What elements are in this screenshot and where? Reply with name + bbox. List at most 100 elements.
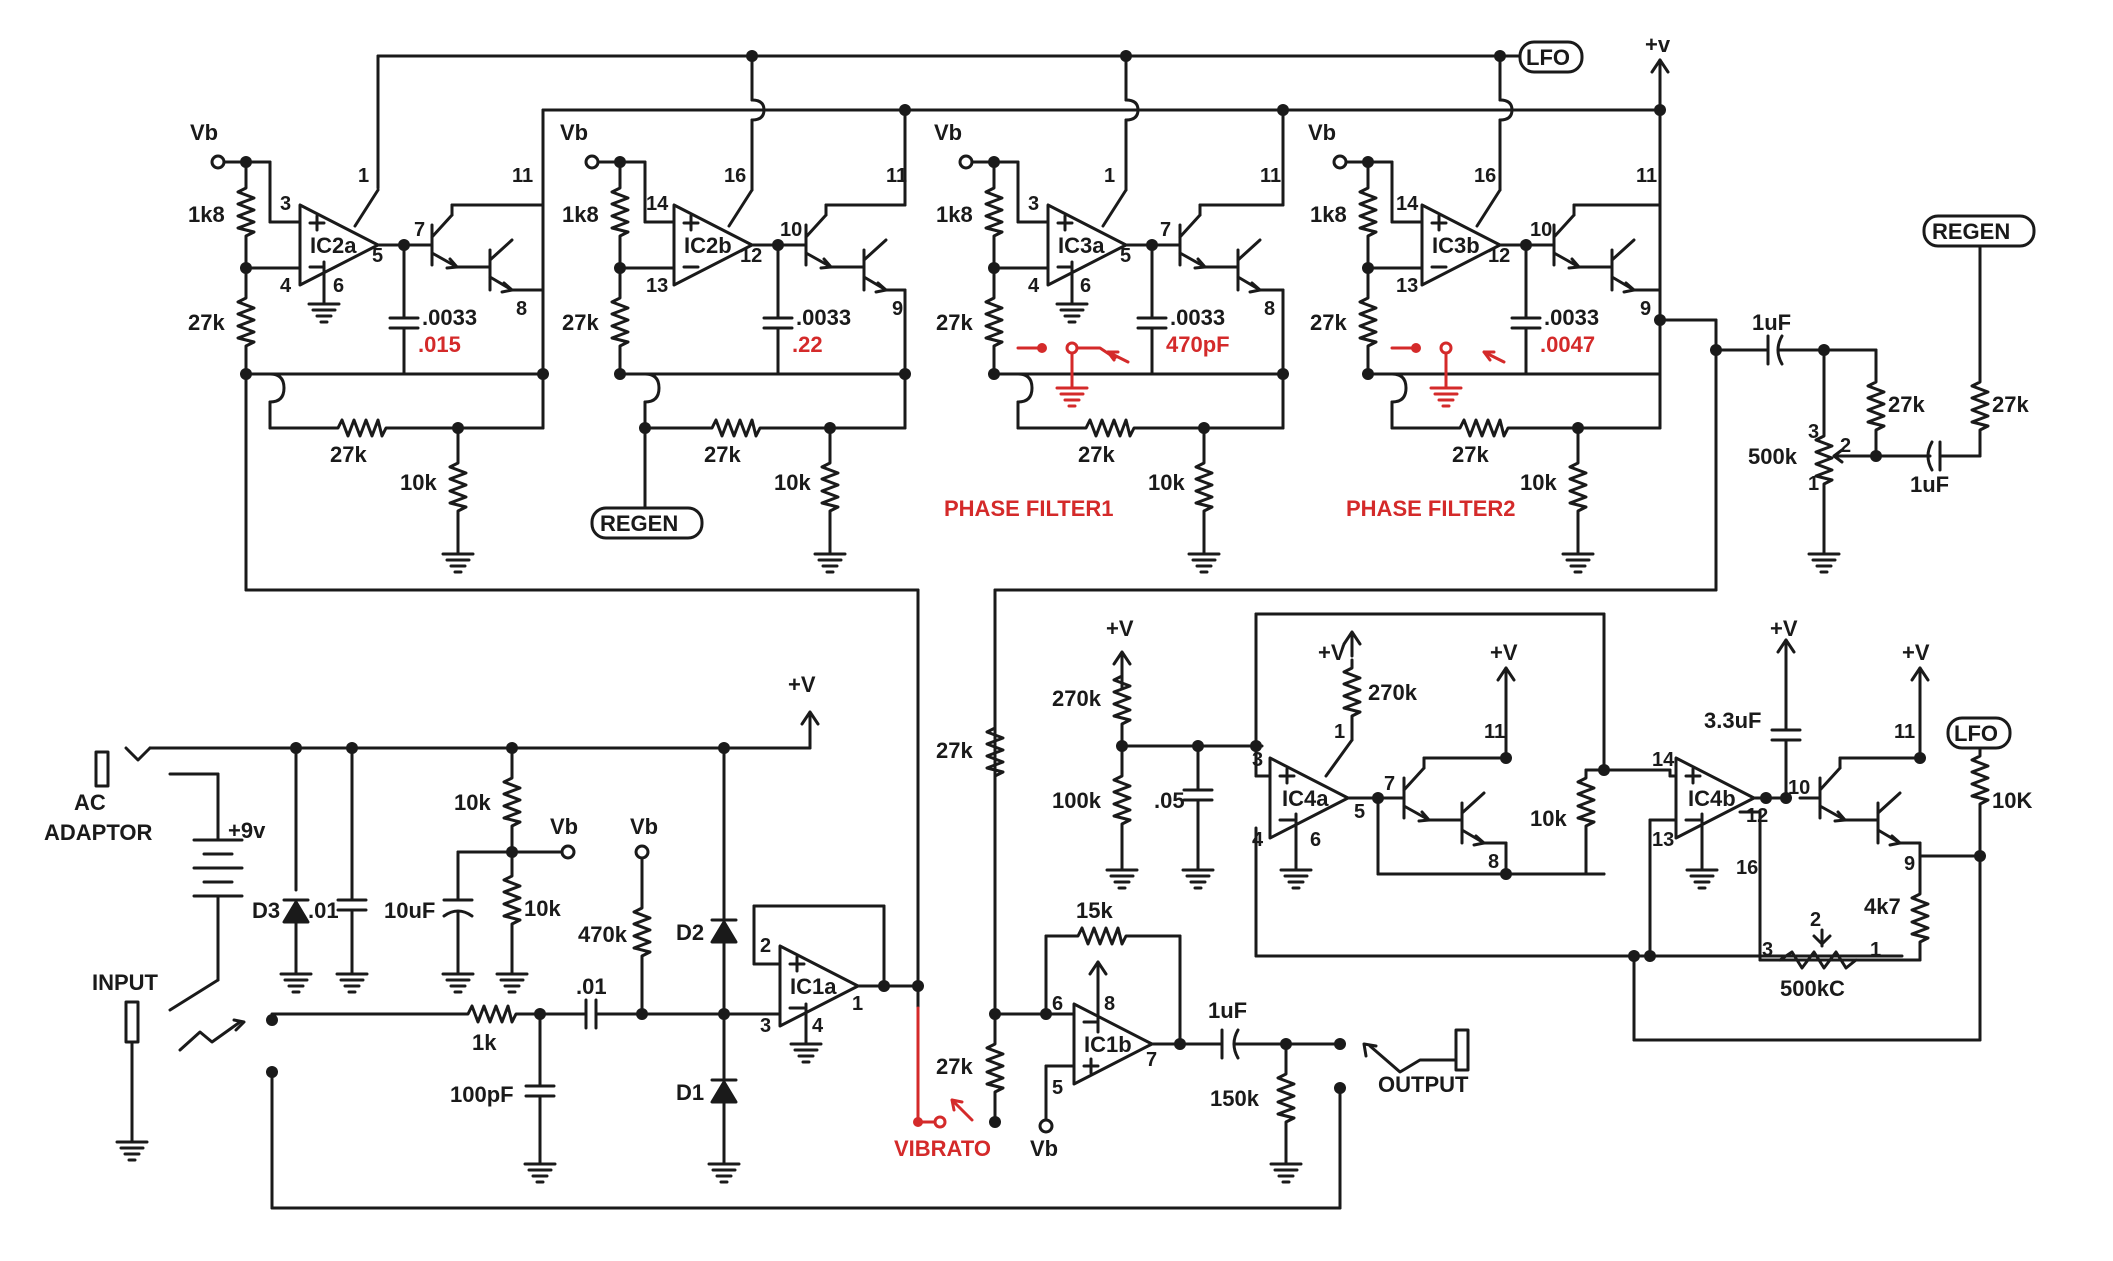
ic4a-label: IC4a bbox=[1282, 786, 1329, 811]
r10k-top-label: 10k bbox=[454, 790, 491, 815]
svg-text:3: 3 bbox=[280, 193, 291, 215]
svg-text:6: 6 bbox=[1310, 829, 1321, 851]
svg-text:11: 11 bbox=[1636, 165, 1657, 187]
ic4b-label: IC4b bbox=[1688, 786, 1736, 811]
svg-text:6: 6 bbox=[1080, 275, 1091, 297]
r-div-label: 27k bbox=[188, 310, 225, 335]
cap-alt-label: .015 bbox=[418, 332, 461, 357]
r-div-label: 27k bbox=[936, 310, 973, 335]
svg-text:14: 14 bbox=[1396, 193, 1419, 215]
lfo-label: LFO bbox=[1526, 45, 1570, 70]
out-cap-label: 1uF bbox=[1208, 998, 1247, 1023]
svg-text:16: 16 bbox=[1736, 857, 1758, 879]
regen-section: 1uF 27k 500k 3 2 1 1uF 27k REGEN bbox=[1714, 214, 2036, 574]
svg-text:8: 8 bbox=[1264, 298, 1275, 320]
lfo-r270k-b-label: 270k bbox=[1368, 680, 1418, 705]
cap-label: .0033 bbox=[1544, 305, 1599, 330]
d1-label: D1 bbox=[676, 1080, 704, 1105]
cap-label: .0033 bbox=[1170, 305, 1225, 330]
r-fb-label: 27k bbox=[704, 442, 741, 467]
r10k-bot-label: 10k bbox=[524, 896, 561, 921]
vb-label: Vb bbox=[934, 120, 962, 145]
regen-cap1-label: 1uF bbox=[1752, 310, 1791, 335]
svg-text:9: 9 bbox=[1904, 853, 1915, 875]
svg-text:1: 1 bbox=[1104, 165, 1115, 187]
svg-text:11: 11 bbox=[512, 165, 533, 187]
svg-text:16: 16 bbox=[724, 165, 746, 187]
svg-text:7: 7 bbox=[1160, 219, 1171, 241]
vplus-tag-top: +v bbox=[1645, 32, 1671, 57]
input-label: INPUT bbox=[92, 970, 159, 995]
d3-label: D3 bbox=[252, 898, 280, 923]
lfo-vplus-5: +V bbox=[1902, 640, 1930, 665]
lfo-vplus-3: +V bbox=[1490, 640, 1518, 665]
vibrato-section: 27k 27k VIBRATO 15k IC1b 6 8 5 7 bbox=[894, 718, 1470, 1184]
ic-label: IC2a bbox=[310, 233, 357, 258]
svg-text:14: 14 bbox=[646, 193, 669, 215]
svg-text:13: 13 bbox=[1396, 275, 1418, 297]
r-in-label: 1k8 bbox=[562, 202, 599, 227]
svg-text:5: 5 bbox=[372, 245, 383, 267]
svg-text:10: 10 bbox=[1530, 219, 1552, 241]
svg-text:16: 16 bbox=[1474, 165, 1496, 187]
vibrato-label: VIBRATO bbox=[894, 1136, 991, 1161]
c10uf-label: 10uF bbox=[384, 898, 435, 923]
ic-label: IC2b bbox=[684, 233, 732, 258]
svg-text:8: 8 bbox=[516, 298, 527, 320]
svg-text:4: 4 bbox=[1028, 275, 1040, 297]
regen-r1-label: 27k bbox=[1888, 392, 1925, 417]
r-load-label: 10k bbox=[1520, 470, 1557, 495]
r-load-label: 10k bbox=[774, 470, 811, 495]
vb-label: Vb bbox=[190, 120, 218, 145]
vib-r27k-bot-label: 27k bbox=[936, 1054, 973, 1079]
svg-text:1: 1 bbox=[358, 165, 369, 187]
svg-text:3: 3 bbox=[1762, 939, 1773, 961]
ac-label-2: ADAPTOR bbox=[44, 820, 152, 845]
svg-text:3: 3 bbox=[1808, 421, 1819, 443]
r-div-label: 27k bbox=[1310, 310, 1347, 335]
svg-text:1: 1 bbox=[852, 993, 863, 1015]
svg-text:2: 2 bbox=[1810, 909, 1821, 931]
r-fb-label: 27k bbox=[1078, 442, 1115, 467]
d2-label: D2 bbox=[676, 920, 704, 945]
vplus-input-label: +V bbox=[788, 672, 816, 697]
svg-text:12: 12 bbox=[1746, 805, 1768, 827]
svg-text:11: 11 bbox=[886, 165, 907, 187]
cap-alt-label: 470pF bbox=[1166, 332, 1230, 357]
phase-stage-2: Vb 1k8 27k IC2b 14 13 12 16 10 11 9 bbox=[560, 93, 911, 574]
lfo-pot-label: 500kC bbox=[1780, 976, 1845, 1001]
r-div-label: 27k bbox=[562, 310, 599, 335]
svg-text:10: 10 bbox=[1788, 777, 1810, 799]
phase-stage-3: Vb 1k8 27k IC3a 3 4 5 6 1 7 11 8 bbox=[934, 93, 1289, 574]
battery-label: +9v bbox=[228, 818, 266, 843]
r-fb-label: 27k bbox=[1452, 442, 1489, 467]
svg-text:13: 13 bbox=[1652, 829, 1674, 851]
lfo-r10k-label: 10k bbox=[1530, 806, 1567, 831]
c01b-label: .01 bbox=[576, 974, 607, 999]
r150k-label: 150k bbox=[1210, 1086, 1260, 1111]
regen-r2-label: 27k bbox=[1992, 392, 2029, 417]
svg-text:2: 2 bbox=[760, 935, 771, 957]
phase-stage-1: Vb 1k8 27k IC2a 3 4 5 6 1 7 11 8 bbox=[188, 108, 549, 592]
svg-text:1: 1 bbox=[1870, 939, 1881, 961]
svg-text:8: 8 bbox=[1488, 851, 1499, 873]
svg-text:5: 5 bbox=[1354, 801, 1365, 823]
output-label: OUTPUT bbox=[1378, 1072, 1469, 1097]
cap-alt-label: .0047 bbox=[1540, 332, 1595, 357]
lfo-vplus-1: +V bbox=[1106, 616, 1134, 641]
svg-text:2: 2 bbox=[1840, 435, 1851, 457]
r-load-label: 10k bbox=[400, 470, 437, 495]
phase-filter-2-label: PHASE FILTER2 bbox=[1346, 496, 1516, 521]
svg-text:13: 13 bbox=[646, 275, 668, 297]
ac-label-1: AC bbox=[74, 790, 106, 815]
vplus-label: +v bbox=[1645, 32, 1671, 57]
svg-text:6: 6 bbox=[333, 275, 344, 297]
lfo-r270k-a-label: 270k bbox=[1052, 686, 1102, 711]
lfo-c05-label: .05 bbox=[1154, 788, 1185, 813]
vb-label: Vb bbox=[1308, 120, 1336, 145]
vplus-rail bbox=[541, 58, 1670, 297]
svg-text:11: 11 bbox=[1894, 721, 1915, 743]
svg-text:4: 4 bbox=[1252, 829, 1264, 851]
ic-label: IC3b bbox=[1432, 233, 1480, 258]
